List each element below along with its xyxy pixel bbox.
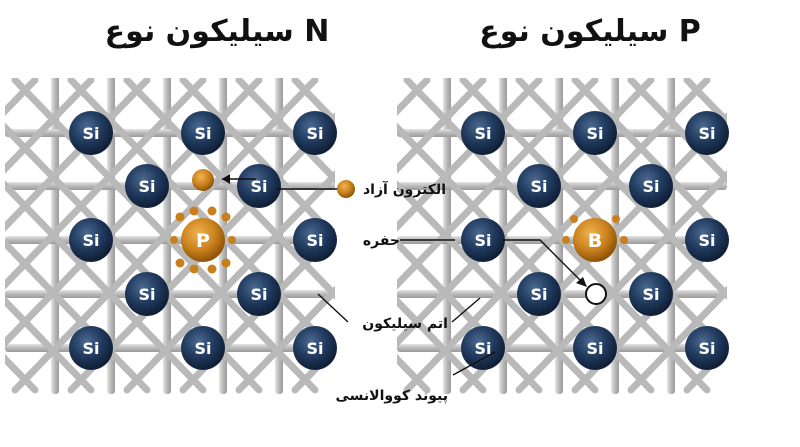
silicon-atom: Si xyxy=(685,218,729,262)
silicon-label: Si xyxy=(138,285,155,304)
p-bond-diagonal xyxy=(403,78,711,394)
silicon-label: Si xyxy=(250,285,267,304)
n-bond-diagonal xyxy=(5,296,95,394)
silicon-label: Si xyxy=(194,124,211,143)
silicon-label: Si xyxy=(306,339,323,358)
silicon-atom: Si xyxy=(685,326,729,370)
silicon-label: Si xyxy=(82,231,99,250)
silicon-label: Si xyxy=(138,177,155,196)
p-bond-diagonal xyxy=(743,80,800,390)
silicon-label: Si xyxy=(698,124,715,143)
silicon-label: Si xyxy=(530,285,547,304)
n-bond-diagonal xyxy=(5,78,207,290)
silicon-atom: Si xyxy=(461,218,505,262)
silicon-label: Si xyxy=(306,124,323,143)
silicon-atom: Si xyxy=(685,111,729,155)
phosphorus-label: P xyxy=(196,230,210,252)
p-bond-diagonal xyxy=(627,78,727,185)
hole-arrow xyxy=(400,239,587,287)
silicon-atom: Si xyxy=(573,111,617,155)
silicon-atom: Si xyxy=(125,272,169,316)
silicon-atom: Si xyxy=(293,111,337,155)
silicon-atom: Si xyxy=(461,111,505,155)
silicon-label: Si xyxy=(586,339,603,358)
silicon-atom: Si xyxy=(125,164,169,208)
silicon-atom: Si xyxy=(573,326,617,370)
n-bond-diagonal xyxy=(235,78,335,185)
n-bond-diagonal xyxy=(5,78,95,174)
silicon-atom: Si xyxy=(69,111,113,155)
boron-label: B xyxy=(588,230,602,252)
silicon-label: Si xyxy=(474,124,491,143)
p-bond-diagonal xyxy=(627,285,727,394)
silicon-label: Si xyxy=(530,177,547,196)
silicon-label: Si xyxy=(698,339,715,358)
silicon-atom: Si xyxy=(517,164,561,208)
title-n-type: سیلیکون نوع N xyxy=(104,14,330,49)
silicon-label: Si xyxy=(250,177,267,196)
silicon-label: Si xyxy=(642,177,659,196)
silicon-atom: Si xyxy=(629,272,673,316)
label-free-electron: الکترون آزاد xyxy=(363,180,446,198)
silicon-label: Si xyxy=(474,231,491,250)
silicon-label: Si xyxy=(474,339,491,358)
silicon-atom: Si xyxy=(629,164,673,208)
n-bond-diagonal xyxy=(123,170,335,394)
valence-electrons-p xyxy=(562,215,628,244)
silicon-label: Si xyxy=(586,124,603,143)
boron-atom: B xyxy=(573,218,617,262)
silicon-atom: Si xyxy=(181,111,225,155)
silicon-atom: Si xyxy=(181,326,225,370)
silicon-atom: Si xyxy=(461,326,505,370)
silicon-atom-leader-2 xyxy=(451,297,481,323)
p-bond-diagonal xyxy=(515,170,727,394)
silicon-label: Si xyxy=(82,339,99,358)
p-bond-diagonal xyxy=(397,78,487,174)
silicon-atom: Si xyxy=(293,326,337,370)
free-electron-legend-icon xyxy=(337,180,355,198)
hole-icon xyxy=(585,283,607,305)
silicon-atom: Si xyxy=(517,272,561,316)
silicon-label: Si xyxy=(642,285,659,304)
silicon-atom: Si xyxy=(237,272,281,316)
silicon-label: Si xyxy=(194,339,211,358)
p-bond-diagonal xyxy=(397,78,599,290)
covalent-bond-leader xyxy=(452,351,496,376)
p-bond-diagonal xyxy=(743,80,800,390)
silicon-atom-leader xyxy=(317,293,349,323)
silicon-atom: Si xyxy=(69,218,113,262)
label-hole: حفره xyxy=(363,233,400,249)
silicon-atom: Si xyxy=(293,218,337,262)
phosphorus-atom: P xyxy=(181,218,225,262)
label-silicon-atom: اتم سیلیکون xyxy=(362,316,448,332)
silicon-label: Si xyxy=(306,231,323,250)
valence-electrons-n xyxy=(170,206,236,274)
free-electron xyxy=(192,169,214,191)
p-bond-diagonal xyxy=(397,296,487,394)
label-covalent-bond: پیوند کووالانسی xyxy=(336,388,448,404)
silicon-label: Si xyxy=(698,231,715,250)
silicon-atom: Si xyxy=(69,326,113,370)
silicon-label: Si xyxy=(82,124,99,143)
n-bond-diagonal xyxy=(235,285,335,394)
free-electron-arrow xyxy=(222,174,338,190)
silicon-atom: Si xyxy=(237,164,281,208)
title-p-type: سیلیکون نوع P xyxy=(479,14,701,49)
n-bond-diagonal xyxy=(11,78,319,394)
